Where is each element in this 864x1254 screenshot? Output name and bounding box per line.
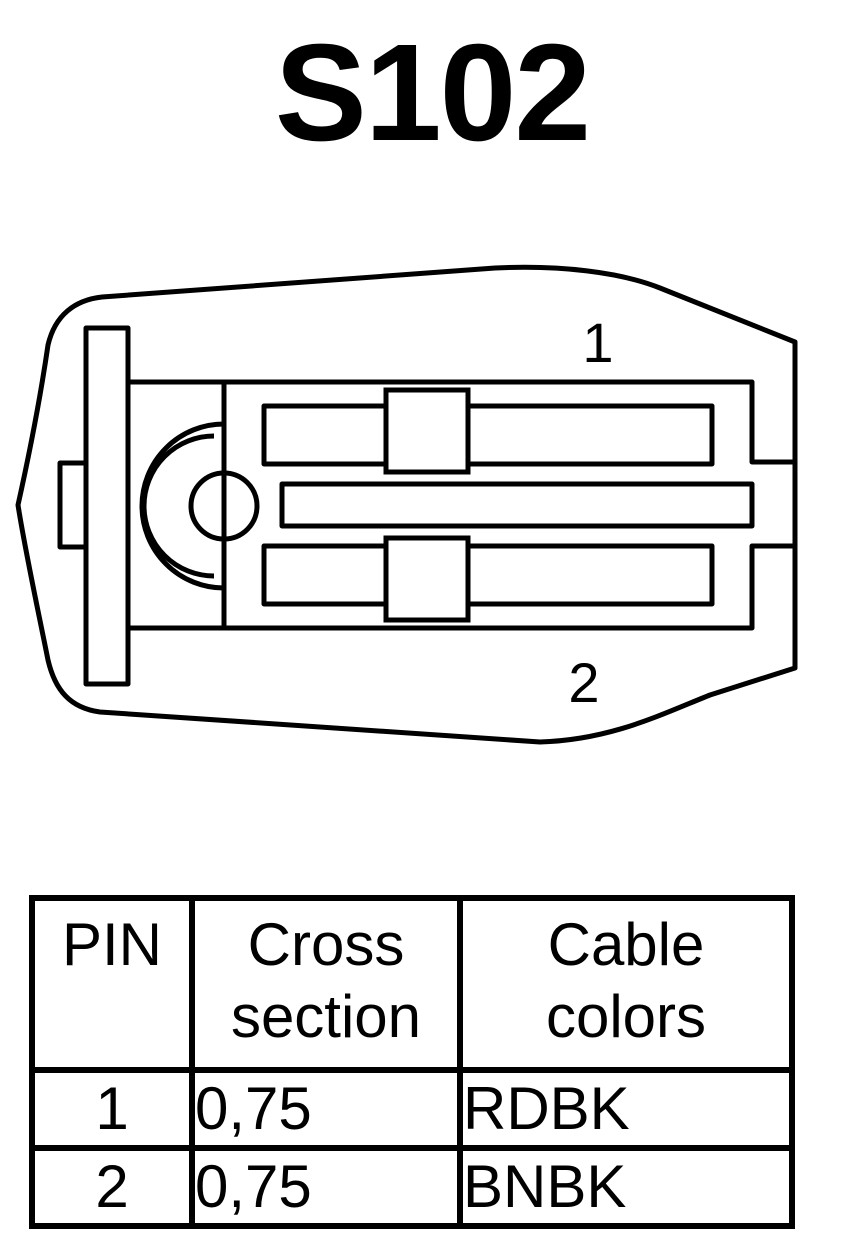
inner-frame xyxy=(128,379,795,631)
cross-section-cell: 0,75 xyxy=(189,1145,463,1229)
guide-arc-inner xyxy=(141,433,215,579)
contact-slot-1 xyxy=(261,403,715,467)
housing-outline xyxy=(15,264,798,745)
contact-1 xyxy=(383,387,471,475)
keying-hole xyxy=(188,470,260,542)
table-row: 1 0,75 RDBK xyxy=(29,1067,795,1151)
guide-arc-outer xyxy=(139,421,225,591)
header-cable-colors: Cable colors xyxy=(457,895,795,1073)
pin-table: PIN Cross section Cable colors 1 0,75 RD… xyxy=(29,895,795,1229)
pin-label-2: 2 xyxy=(568,651,599,714)
latch-tab xyxy=(57,460,89,550)
contact-2 xyxy=(383,535,471,623)
connector-title: S102 xyxy=(274,16,591,170)
cable-color-cell: BNBK xyxy=(457,1145,795,1229)
pin-label-1: 1 xyxy=(582,311,613,374)
contact-slot-2 xyxy=(261,543,715,607)
pin-cell: 1 xyxy=(29,1067,195,1151)
cross-section-cell: 0,75 xyxy=(189,1067,463,1151)
table-row: 2 0,75 BNBK xyxy=(29,1145,795,1229)
pin-cell: 2 xyxy=(29,1145,195,1229)
table-header-row: PIN Cross section Cable colors xyxy=(29,895,795,1073)
header-pin: PIN xyxy=(29,895,195,1073)
cable-color-cell: RDBK xyxy=(457,1067,795,1151)
left-flange xyxy=(83,325,131,687)
connector-diagram: 1 2 xyxy=(15,264,798,745)
center-bar xyxy=(279,481,755,529)
header-cross-section: Cross section xyxy=(189,895,463,1073)
